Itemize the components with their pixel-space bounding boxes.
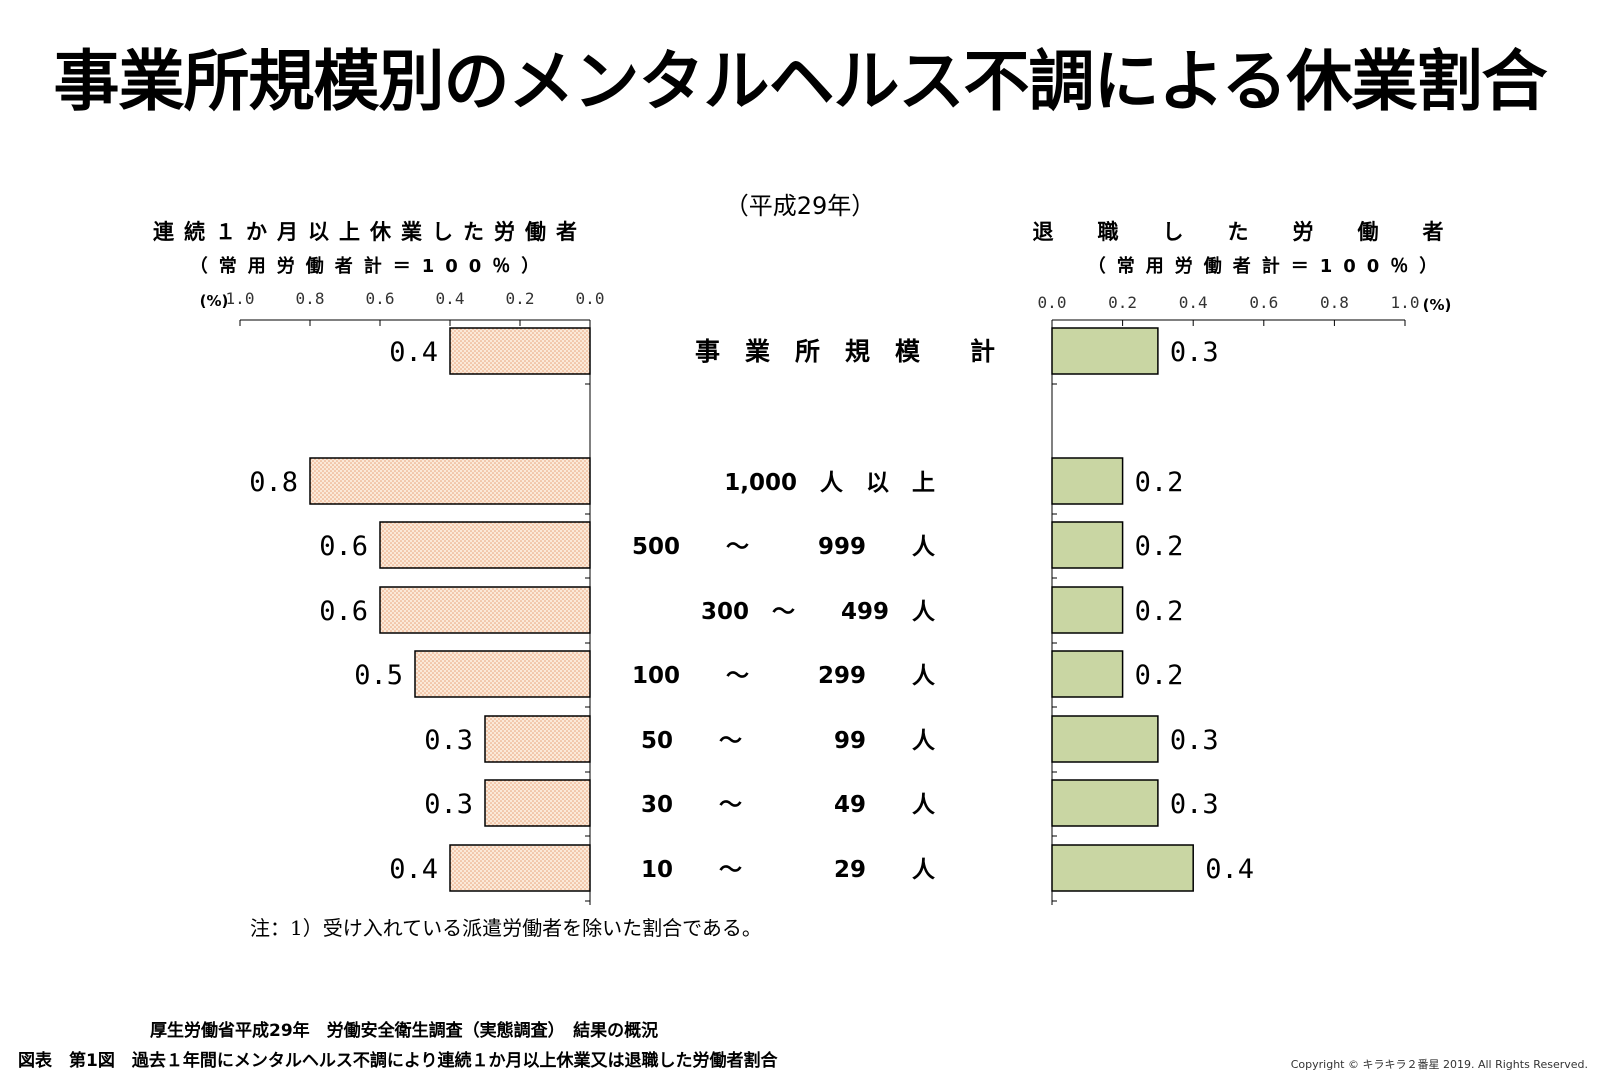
retire-bar bbox=[1051, 715, 1159, 763]
chart-subtitle: （平成29年） bbox=[724, 192, 876, 220]
leave-bar bbox=[379, 521, 591, 569]
left-panel-heading: 連続１か月以上休業した労働者 bbox=[153, 220, 587, 244]
category-label: 30 ～ 49 人 bbox=[641, 792, 936, 818]
page-title: 事業所規模別のメンタルヘルス不調による休業割合 bbox=[53, 43, 1547, 120]
leave-value-label: 0.3 bbox=[424, 789, 473, 820]
retire-bar bbox=[1051, 844, 1194, 892]
leave-bar bbox=[414, 650, 591, 698]
leave-value-label: 0.3 bbox=[424, 725, 473, 756]
left-tick-label: 0.2 bbox=[506, 289, 535, 308]
category-label: 事 業 所 規 模 計 bbox=[695, 337, 995, 366]
retire-bar bbox=[1051, 650, 1124, 698]
left-unit-label: (%) bbox=[200, 292, 229, 310]
right-tick-label: 0.4 bbox=[1179, 293, 1208, 312]
left-panel-subheading: （常用労働者計＝100％） bbox=[189, 256, 551, 277]
right-unit-label: (%) bbox=[1423, 296, 1452, 314]
left-tick-label: 0.4 bbox=[436, 289, 465, 308]
retire-value-label: 0.2 bbox=[1135, 467, 1184, 498]
right-tick-label: 1.0 bbox=[1391, 293, 1420, 312]
source-citation: 厚生労働省平成29年 労働安全衛生調査（実態調査） 結果の概況 bbox=[150, 1021, 659, 1041]
right-tick-label: 0.8 bbox=[1320, 293, 1349, 312]
category-label: 1,000 人 以 上 bbox=[724, 470, 935, 496]
figure-caption: 図表 第1図 過去１年間にメンタルヘルス不調により連続１か月以上休業又は退職した… bbox=[18, 1051, 778, 1071]
retire-value-label: 0.2 bbox=[1135, 531, 1184, 562]
leave-value-label: 0.6 bbox=[319, 596, 368, 627]
retire-bar bbox=[1051, 457, 1124, 505]
leave-value-label: 0.8 bbox=[249, 467, 298, 498]
retire-bar bbox=[1051, 327, 1159, 375]
retire-value-label: 0.2 bbox=[1135, 596, 1184, 627]
leave-bar bbox=[449, 327, 591, 375]
category-label: 50 ～ 99 人 bbox=[641, 728, 936, 754]
category-label: 300 ～ 499 人 bbox=[701, 599, 936, 625]
copyright-notice: Copyright © キラキラ２番星 2019. All Rights Res… bbox=[1290, 1058, 1588, 1071]
retire-bar bbox=[1051, 521, 1124, 569]
right-tick-label: 0.6 bbox=[1249, 293, 1278, 312]
right-tick-label: 0.2 bbox=[1108, 293, 1137, 312]
leave-bar bbox=[309, 457, 591, 505]
retire-value-label: 0.4 bbox=[1205, 854, 1254, 885]
right-panel-heading: 退職した労働者 bbox=[1032, 220, 1488, 244]
retire-value-label: 0.3 bbox=[1170, 725, 1219, 756]
bar-chart: 1.0 0.8 0.6 0.4 0.2 0.0 (%) 0.0 0.2 0.4 0.6 0.8 1.0… bbox=[200, 289, 1452, 905]
chart-note: 注：1）受け入れている派遣労働者を除いた割合である。 bbox=[250, 916, 762, 940]
retire-value-label: 0.3 bbox=[1170, 337, 1219, 368]
retire-value-label: 0.3 bbox=[1170, 789, 1219, 820]
leave-value-label: 0.5 bbox=[354, 660, 403, 691]
retire-bar bbox=[1051, 779, 1159, 827]
left-tick-label: 0.8 bbox=[296, 289, 325, 308]
category-label: 100 ～ 299 人 bbox=[632, 663, 936, 689]
leave-bar bbox=[379, 586, 591, 634]
retire-bar bbox=[1051, 586, 1124, 634]
leave-bar bbox=[449, 844, 591, 892]
left-tick-label: 0.6 bbox=[366, 289, 395, 308]
retire-value-label: 0.2 bbox=[1135, 660, 1184, 691]
leave-value-label: 0.6 bbox=[319, 531, 368, 562]
leave-value-label: 0.4 bbox=[389, 854, 438, 885]
left-tick-label: 1.0 bbox=[226, 289, 255, 308]
category-label: 500 ～ 999 人 bbox=[632, 534, 936, 560]
right-panel-subheading: （常用労働者計＝100％） bbox=[1087, 256, 1449, 277]
leave-bar bbox=[484, 715, 591, 763]
leave-bar bbox=[484, 779, 591, 827]
leave-value-label: 0.4 bbox=[389, 337, 438, 368]
right-tick-label: 0.0 bbox=[1038, 293, 1067, 312]
left-tick-label: 0.0 bbox=[576, 289, 605, 308]
category-label: 10 ～ 29 人 bbox=[641, 857, 936, 883]
